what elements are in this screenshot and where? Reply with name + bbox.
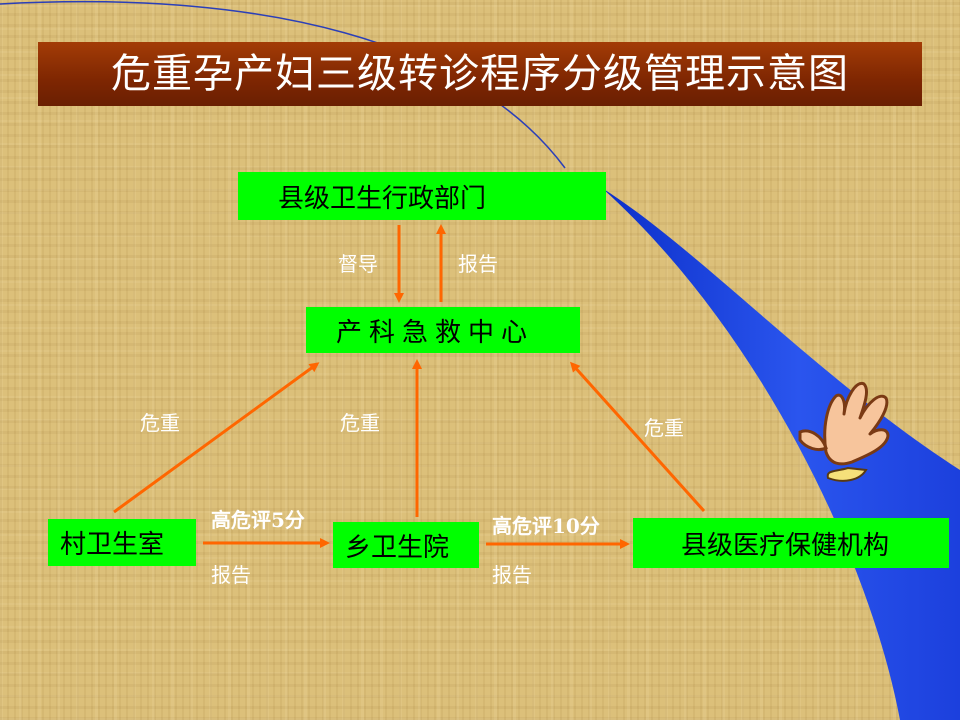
arrow-village-to-center	[113, 362, 320, 514]
blue-swoosh-shape	[602, 188, 960, 720]
node-township-hospital: 乡卫生院	[333, 522, 479, 568]
label-report-up: 报告	[458, 252, 498, 276]
arrow-county-to-center	[569, 361, 706, 513]
label-report-right: 报告	[492, 563, 532, 587]
label-supervise: 督导	[338, 252, 378, 276]
label-report-left: 报告	[211, 563, 251, 587]
page-title: 危重孕产妇三级转诊程序分级管理示意图	[38, 42, 922, 106]
node-village-clinic: 村卫生室	[48, 519, 196, 566]
label-critical-left: 危重	[140, 411, 180, 435]
node-county-maternal-health: 县级医疗保健机构	[633, 518, 949, 568]
node-county-health-admin: 县级卫生行政部门	[238, 172, 606, 220]
node-obstetric-emergency-center: 产科急救中心	[306, 307, 580, 353]
label-high-risk-10: 高危评10分	[492, 514, 600, 538]
label-critical-right: 危重	[644, 416, 684, 440]
label-high-risk-5: 高危评5分	[211, 508, 305, 532]
thin-curve-line	[0, 0, 566, 169]
hand-icon	[798, 382, 890, 482]
label-critical-mid: 危重	[340, 411, 380, 435]
